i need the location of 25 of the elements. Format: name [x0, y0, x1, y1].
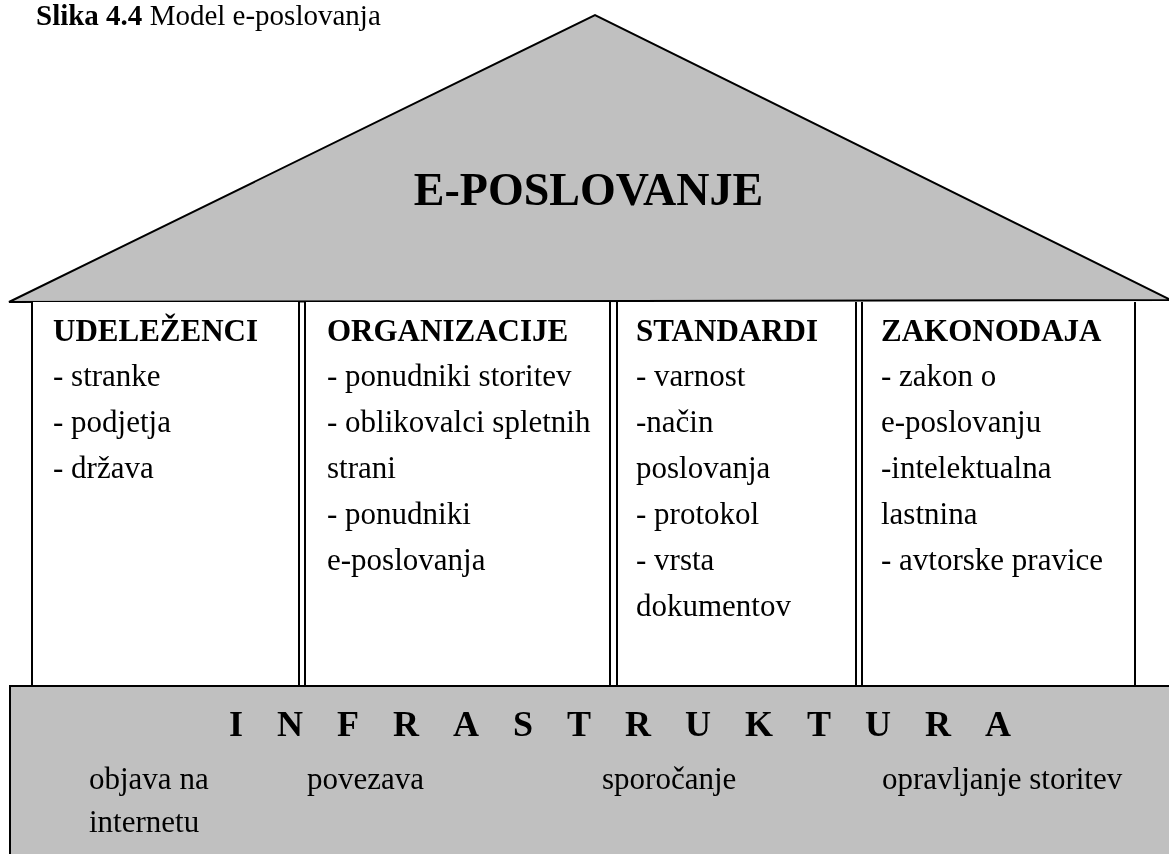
pillar-heading: UDELEŽENCI	[53, 312, 258, 350]
pillar-panel	[616, 302, 857, 686]
foundation-item: sporočanje	[602, 760, 737, 798]
foundation-heading: INFRASTRUKTURA	[229, 703, 1046, 746]
figure-title: Slika 4.4 Model e-poslovanja	[36, 0, 381, 33]
list-item: - ponudniki e-poslovanja	[327, 495, 487, 579]
list-item: - ponudniki storitev	[327, 357, 572, 395]
list-item: - protokol	[636, 495, 760, 533]
pillar-heading: ZAKONODAJA	[881, 312, 1102, 350]
pillar-heading: ORGANIZACIJE	[327, 312, 569, 350]
list-item: - vrsta dokumentov	[636, 541, 792, 625]
foundation-item: objava na internetu	[89, 760, 210, 841]
list-item: - podjetja	[53, 403, 171, 441]
roof-heading: E-POSLOVANJE	[412, 163, 765, 217]
foundation-item: povezava	[307, 760, 425, 798]
foundation-panel	[9, 685, 1169, 854]
list-item: - varnost	[636, 357, 746, 395]
foundation-item: opravljanje storitev	[882, 760, 1123, 798]
pillar-panel	[31, 302, 300, 686]
pillar-panel	[304, 302, 611, 686]
pillar-panel	[861, 302, 1136, 686]
list-item: - država	[53, 449, 154, 487]
list-item: - avtorske pravice	[881, 541, 1104, 579]
list-item: - stranke	[53, 357, 161, 395]
list-item: - zakon o e-poslovanju	[881, 357, 1043, 441]
